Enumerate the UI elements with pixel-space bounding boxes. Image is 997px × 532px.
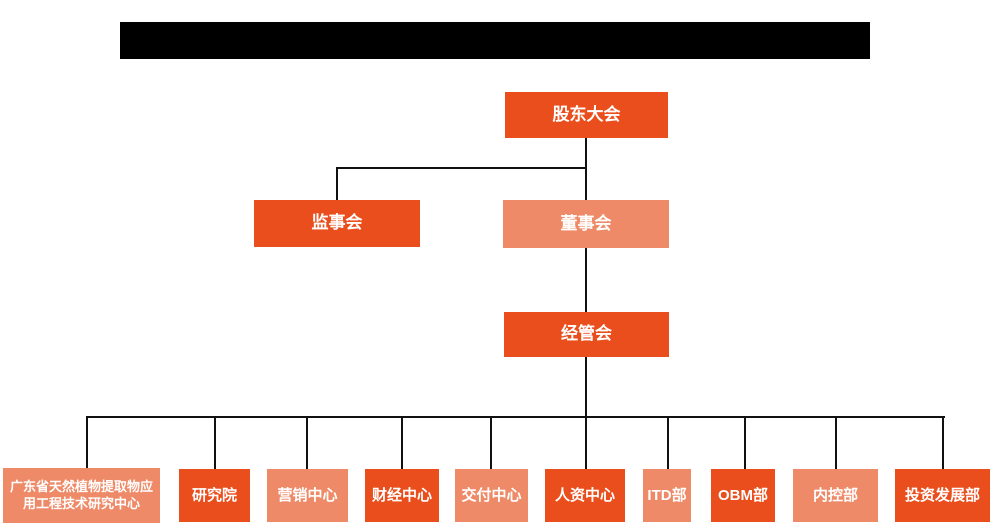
org-node-hr-center: 人资中心	[545, 469, 625, 522]
org-node-itd-dept: ITD部	[643, 469, 691, 522]
org-node-label: ITD部	[647, 486, 687, 504]
org-node-label: 交付中心	[461, 486, 522, 504]
org-node-shareholders-meeting: 股东大会	[505, 92, 668, 138]
org-node-delivery-center: 交付中心	[455, 469, 528, 522]
org-node-label: 研究院	[191, 486, 237, 504]
org-node-label: 经管会	[561, 324, 612, 344]
org-node-label: 董事会	[560, 213, 612, 233]
org-node-marketing-center: 营销中心	[267, 469, 348, 522]
connector-line	[336, 167, 338, 201]
connector-line	[667, 416, 669, 469]
org-node-label: 内控部	[812, 486, 858, 504]
org-node-management-committee: 经管会	[504, 312, 669, 357]
org-node-label: 广东省天然植物提取物应 用工程技术研究中心	[9, 478, 153, 511]
connector-line	[744, 416, 746, 469]
org-node-label: 股东大会	[552, 104, 621, 124]
org-node-plant-extract-research-center: 广东省天然植物提取物应 用工程技术研究中心	[3, 468, 160, 523]
connector-line	[86, 416, 88, 469]
org-node-research-institute: 研究院	[179, 469, 250, 522]
org-node-obm-dept: OBM部	[711, 469, 775, 522]
connector-line	[585, 247, 587, 313]
org-node-finance-center: 财经中心	[365, 469, 439, 522]
org-node-board-of-directors: 董事会	[503, 200, 669, 248]
connector-line	[835, 416, 837, 469]
connector-line	[306, 416, 308, 469]
org-node-investment-development-dept: 投资发展部	[895, 469, 990, 522]
org-node-label: 人资中心	[554, 486, 615, 504]
connector-line	[585, 356, 587, 469]
org-node-label: 营销中心	[277, 486, 338, 504]
connector-line	[214, 416, 216, 469]
org-node-supervisory-board: 监事会	[254, 200, 420, 247]
connector-line	[585, 138, 587, 201]
connector-line	[86, 416, 945, 418]
org-node-label: 财经中心	[371, 486, 432, 504]
connector-line	[401, 416, 403, 469]
org-node-internal-control-dept: 内控部	[793, 469, 878, 522]
connector-line	[490, 416, 492, 469]
connector-line	[336, 167, 587, 169]
org-node-label: 投资发展部	[904, 486, 980, 504]
org-node-label: 监事会	[311, 213, 363, 233]
redacted-title-bar	[120, 22, 870, 59]
connector-line	[942, 416, 944, 469]
org-node-label: OBM部	[718, 486, 768, 504]
